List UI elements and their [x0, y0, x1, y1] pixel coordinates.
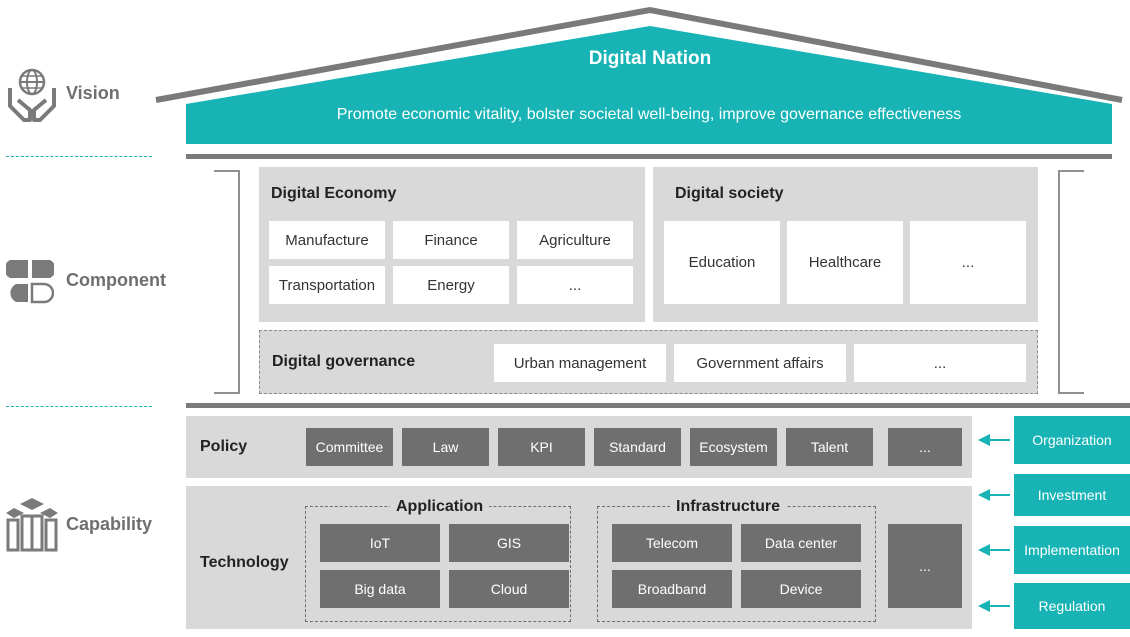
infrastructure-item: Data center	[741, 524, 861, 562]
enabler-implementation: Implementation	[976, 526, 1130, 574]
economy-item: Manufacture	[269, 221, 385, 259]
governance-item: Government affairs	[674, 344, 846, 382]
economy-item: Finance	[393, 221, 509, 259]
vision-separator	[6, 156, 152, 157]
economy-item: Agriculture	[517, 221, 633, 259]
society-item: Healthcare	[787, 221, 903, 304]
roof-base-line	[186, 154, 1112, 159]
application-group: IoT GIS Big data Cloud	[305, 506, 571, 622]
policy-item: Law	[402, 428, 489, 466]
society-item: ...	[910, 221, 1026, 304]
application-title: Application	[390, 497, 490, 517]
capability-top-line	[186, 403, 1130, 408]
globe-in-hands-icon	[8, 68, 56, 122]
capability-row: Capability	[6, 496, 186, 552]
technology-panel: Technology IoT GIS Big data Cloud Applic…	[186, 486, 972, 629]
arrow-shaft	[988, 494, 1010, 496]
application-item: Cloud	[449, 570, 569, 608]
digital-governance-panel: Digital governance Urban management Gove…	[259, 330, 1038, 394]
four-petal-icon	[6, 260, 54, 304]
economy-item: Transportation	[269, 266, 385, 304]
infrastructure-item: Device	[741, 570, 861, 608]
technology-more-item: ...	[888, 524, 962, 608]
component-row: Component	[6, 258, 196, 304]
digital-society-title: Digital society	[675, 185, 784, 202]
governance-item: Urban management	[494, 344, 666, 382]
digital-governance-title: Digital governance	[272, 353, 416, 370]
capability-label: Capability	[66, 514, 153, 534]
enabler-box: Organization	[1014, 416, 1130, 464]
infrastructure-item: Broadband	[612, 570, 732, 608]
policy-item: Ecosystem	[690, 428, 777, 466]
economy-item: ...	[517, 266, 633, 304]
digital-economy-panel: Digital Economy Manufacture Finance Agri…	[259, 167, 645, 322]
policy-item: ...	[888, 428, 962, 466]
economy-item: Energy	[393, 266, 509, 304]
arrow-shaft	[988, 605, 1010, 607]
enabler-organization: Organization	[976, 416, 1130, 464]
enabler-box: Implementation	[1014, 526, 1130, 574]
arrow-left-icon	[978, 600, 990, 612]
component-separator	[6, 406, 152, 407]
application-item: GIS	[449, 524, 569, 562]
policy-item: Talent	[786, 428, 873, 466]
roof-subtitle: Promote economic vitality, bolster socie…	[336, 106, 962, 123]
arrow-left-icon	[978, 434, 990, 446]
component-label: Component	[66, 270, 166, 290]
vision-row: Vision	[6, 66, 156, 122]
arrow-left-icon	[978, 489, 990, 501]
infrastructure-group: Telecom Data center Broadband Device	[597, 506, 876, 622]
policy-item: Standard	[594, 428, 681, 466]
digital-society-panel: Digital society Education Healthcare ...	[653, 167, 1038, 322]
roof-title: Digital Nation	[588, 48, 712, 69]
society-item: Education	[664, 221, 780, 304]
roof-shape	[155, 6, 1123, 144]
policy-item: Committee	[306, 428, 393, 466]
technology-title: Technology	[200, 554, 289, 571]
enabler-box: Investment	[1014, 474, 1130, 516]
vision-label: Vision	[66, 83, 120, 103]
infrastructure-item: Telecom	[612, 524, 732, 562]
policy-title: Policy	[200, 438, 248, 455]
arrow-shaft	[988, 549, 1010, 551]
left-bracket	[214, 170, 240, 394]
arrow-shaft	[988, 439, 1010, 441]
policy-item: KPI	[498, 428, 585, 466]
enabler-regulation: Regulation	[976, 583, 1130, 629]
arrow-left-icon	[978, 544, 990, 556]
right-bracket	[1058, 170, 1084, 394]
application-item: Big data	[320, 570, 440, 608]
infrastructure-title: Infrastructure	[670, 497, 787, 517]
cubes-structure-icon	[6, 498, 58, 552]
enabler-investment: Investment	[976, 474, 1130, 516]
application-item: IoT	[320, 524, 440, 562]
governance-item: ...	[854, 344, 1026, 382]
digital-economy-title: Digital Economy	[271, 185, 397, 202]
enabler-box: Regulation	[1014, 583, 1130, 629]
policy-panel: Policy Committee Law KPI Standard Ecosys…	[186, 416, 972, 478]
